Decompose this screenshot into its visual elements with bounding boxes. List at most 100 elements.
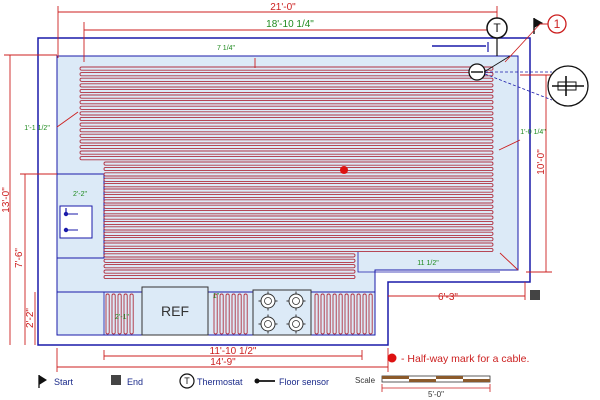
legend-halfway-label: - Half-way mark for a cable. — [401, 353, 529, 365]
cabinet-strip — [56, 291, 376, 336]
thermostat-marker: T — [486, 17, 508, 56]
cable-run — [79, 66, 494, 71]
ref-label: REF — [161, 303, 189, 319]
dim-overall-width: 21'-0" — [270, 2, 296, 13]
legend-thermostat-icon: T — [179, 373, 195, 389]
cable-run — [103, 231, 494, 236]
callout-1: 1 — [540, 14, 567, 34]
cable-run — [123, 293, 128, 335]
burner-icon — [260, 316, 276, 332]
cable-run — [79, 139, 494, 144]
cable-run — [79, 116, 494, 122]
dim-right-jog: 6'-3" — [438, 292, 458, 303]
cable-run — [117, 293, 122, 335]
burner-icon — [288, 316, 304, 332]
cable-run — [219, 293, 224, 335]
cable-run — [314, 293, 319, 335]
dim-inner-width: 18'-10 1/4" — [266, 19, 314, 30]
cable-run — [103, 215, 494, 220]
cable-run — [338, 293, 343, 335]
legend-start-label: Start — [54, 377, 74, 387]
cable-run — [243, 293, 248, 335]
legend-start-icon — [38, 375, 47, 388]
end-marker — [530, 290, 540, 300]
sink-cabinet — [56, 173, 105, 259]
legend-floor-sensor-icon — [254, 378, 275, 384]
sink-faucet-icon — [63, 211, 69, 217]
cable-run — [103, 237, 494, 242]
dim-bottom-overall: 14'-9" — [210, 357, 236, 368]
stove — [252, 289, 312, 336]
dim-left-lower-height: 7'-6" — [14, 248, 25, 268]
dimension-lines — [4, 6, 552, 372]
dim-left-height: 13'-0" — [1, 187, 12, 213]
gdim-top-offset: 7 1/4" — [217, 45, 236, 52]
cable-run — [103, 177, 494, 182]
sink-drain-icon — [63, 227, 69, 233]
cable-run — [129, 293, 134, 335]
cable-run — [103, 242, 494, 247]
cable-run — [103, 247, 494, 253]
cable-run — [103, 172, 494, 177]
dim-right-height: 10'-0" — [536, 149, 547, 175]
gdim-right-offset: 1'-0 1/4" — [520, 129, 546, 136]
cable-run — [332, 293, 337, 335]
gdim-step-offset: 11 1/2" — [417, 260, 439, 267]
dim-bottom-inner: 11'-10 1/2" — [210, 346, 257, 357]
callout-1-number: 1 — [554, 17, 561, 31]
legend: Start End T Thermostat Floor sensor - Ha… — [38, 353, 529, 399]
gdim-ref-offset: 1" — [213, 293, 220, 300]
scale-bar — [381, 375, 491, 392]
cable-run — [362, 293, 367, 335]
dim-left-bottom-height: 2'-2" — [25, 308, 36, 328]
cable-run — [79, 111, 494, 116]
sensor-magnified-callout — [547, 65, 589, 107]
cable-run — [103, 166, 494, 172]
cable-run — [79, 72, 494, 77]
cable-run — [79, 128, 494, 133]
legend-halfway-dot — [387, 353, 397, 363]
gdim-lower-offset: 2'-1" — [115, 314, 129, 321]
legend-end-icon — [111, 375, 121, 385]
cable-run — [79, 88, 494, 94]
cable-run — [326, 293, 331, 335]
halfway-mark — [340, 166, 348, 174]
gdim-sink-offset: 2'-2" — [73, 191, 87, 198]
cable-run — [105, 293, 110, 335]
cable-run — [344, 293, 349, 335]
cable-run — [350, 293, 355, 335]
legend-scale-value: 5'-0" — [428, 390, 444, 399]
cable-run — [103, 210, 494, 215]
cable-run — [103, 188, 494, 193]
stove-burners — [258, 291, 306, 334]
legend-thermostat-symbol: T — [184, 376, 190, 386]
cable-run — [356, 293, 361, 335]
gdim-left-offset: 1'-1 1/2" — [24, 125, 50, 132]
cable-run — [237, 293, 242, 335]
cable-run — [103, 199, 494, 204]
cable-run — [320, 293, 325, 335]
burner-icon — [260, 293, 276, 309]
cable-run — [213, 293, 218, 335]
cable-run — [79, 122, 494, 127]
cable-run — [368, 293, 373, 335]
cable-run — [79, 83, 494, 88]
cable-run — [103, 193, 494, 199]
cable-run — [79, 144, 494, 150]
legend-thermostat-label: Thermostat — [197, 377, 243, 387]
burner-icon — [288, 293, 304, 309]
cable-run — [225, 293, 230, 335]
cable-run — [231, 293, 236, 335]
step-notch-outline — [357, 252, 500, 273]
cable-run — [79, 156, 494, 161]
cable-run — [79, 150, 494, 155]
legend-scale-label: Scale — [355, 376, 376, 385]
cable-run — [103, 253, 356, 258]
sink-basin — [59, 205, 93, 239]
cable-run — [79, 105, 494, 110]
cable-run — [103, 258, 356, 263]
cable-run — [79, 100, 494, 105]
cable-run — [103, 183, 494, 188]
